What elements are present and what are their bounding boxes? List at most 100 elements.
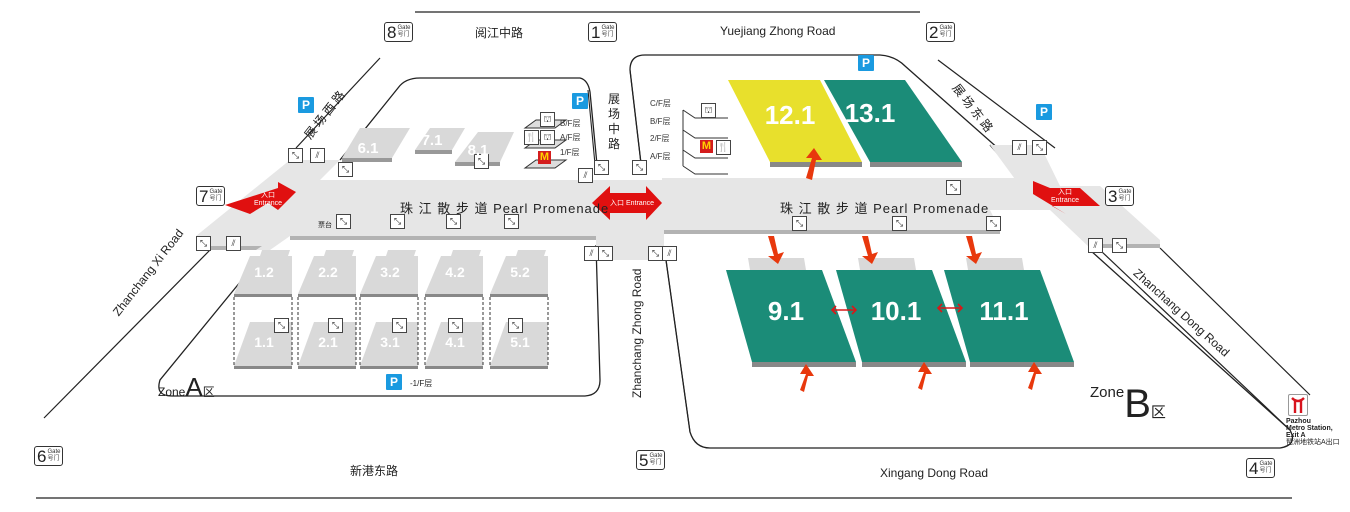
escalator-icon[interactable]: ⤡ bbox=[508, 318, 523, 333]
conference-room-icon[interactable]: ⛫ bbox=[540, 112, 555, 127]
escalator-icon[interactable]: ⤡ bbox=[390, 214, 405, 229]
entrance-arrow-west[interactable] bbox=[225, 182, 296, 214]
stairs-icon[interactable]: ⫽ bbox=[584, 246, 599, 261]
entrance-arrow-east[interactable] bbox=[1033, 181, 1100, 214]
escalator-icon[interactable]: ⤡ bbox=[288, 148, 303, 163]
escalator-icon[interactable]: ⤡ bbox=[1112, 238, 1127, 253]
zone-b-floor-stack bbox=[682, 109, 728, 175]
hall-11-1[interactable] bbox=[944, 270, 1074, 362]
escalator-icon[interactable]: ⤡ bbox=[448, 318, 463, 333]
hall-label: 8.1 bbox=[467, 142, 489, 159]
entrance-cn: 入口 bbox=[261, 192, 275, 199]
escalator-icon[interactable]: ⤡ bbox=[594, 160, 609, 175]
stairs-icon[interactable]: ⫽ bbox=[1088, 238, 1103, 253]
escalator-icon[interactable]: ⤡ bbox=[474, 154, 489, 169]
floor-label: C/F层 bbox=[650, 99, 671, 108]
mcdonalds-icon[interactable]: M bbox=[538, 151, 551, 164]
hall-label: 9.1 bbox=[767, 296, 805, 326]
hall-4-2[interactable] bbox=[425, 256, 483, 294]
escalator-icon[interactable]: ⤡ bbox=[336, 214, 351, 229]
gate-en: Gate bbox=[1118, 189, 1132, 195]
hall-6-1[interactable] bbox=[342, 128, 410, 158]
hall-13-1[interactable] bbox=[824, 80, 962, 162]
promenade-west bbox=[196, 160, 598, 250]
escalator-icon[interactable]: ⤡ bbox=[328, 318, 343, 333]
escalator-icon[interactable]: ⤡ bbox=[946, 180, 961, 195]
escalator-icon[interactable]: ⤡ bbox=[196, 236, 211, 251]
gate-number: 2 bbox=[929, 22, 939, 42]
escalator-icon[interactable]: ⤡ bbox=[274, 318, 289, 333]
metro-station-icon[interactable] bbox=[1288, 394, 1308, 416]
escalator-icon[interactable]: ⤡ bbox=[632, 160, 647, 175]
escalator-icon[interactable]: ⤡ bbox=[792, 216, 807, 231]
zone-b-label: ZoneB区 bbox=[1090, 384, 1166, 424]
zone-a-label: ZoneA区 bbox=[158, 372, 215, 403]
metro-logo-icon bbox=[1291, 397, 1305, 413]
stairs-icon[interactable]: ⫽ bbox=[1012, 140, 1027, 155]
entrance-arrow-center[interactable] bbox=[592, 186, 662, 220]
promenade-cn: 珠 江 散 步 道 bbox=[400, 201, 489, 216]
metro-name-cn: 琶洲地铁站A出口 bbox=[1286, 439, 1340, 446]
promenade-label-east: 珠 江 散 步 道 Pearl Promenade bbox=[780, 198, 989, 217]
mcdonalds-icon[interactable]: M bbox=[700, 140, 713, 153]
escalator-icon[interactable]: ⤡ bbox=[392, 318, 407, 333]
restaurant-icon[interactable]: 🍴 bbox=[524, 130, 539, 145]
parking-icon[interactable]: P bbox=[386, 374, 402, 390]
hall-5-2[interactable] bbox=[490, 256, 548, 294]
escalator-icon[interactable]: ⤡ bbox=[892, 216, 907, 231]
entrance-label-center: 入口 Entrance bbox=[610, 200, 654, 207]
gate-cn: 号门 bbox=[939, 32, 952, 38]
hall-2-1[interactable] bbox=[298, 322, 356, 366]
hall-10-1[interactable] bbox=[836, 270, 966, 362]
escalator-icon[interactable]: ⤡ bbox=[504, 214, 519, 229]
gate-en: Gate bbox=[939, 25, 953, 31]
hall-3-1[interactable] bbox=[360, 322, 418, 366]
zone-b-boundary bbox=[629, 54, 1294, 449]
gate-number: 3 bbox=[1108, 186, 1118, 206]
floor-label: 2/F层 bbox=[650, 134, 670, 143]
stairs-icon[interactable]: ⫽ bbox=[310, 148, 325, 163]
stairs-icon[interactable]: ⫽ bbox=[662, 246, 677, 261]
road-label-north-cn: 阅江中路 bbox=[475, 26, 524, 40]
escalator-icon[interactable]: ⤡ bbox=[338, 162, 353, 177]
hall-5-1[interactable] bbox=[490, 322, 548, 366]
parking-icon[interactable]: P bbox=[1036, 104, 1052, 120]
stairs-icon[interactable]: ⫽ bbox=[226, 236, 241, 251]
escalator-icon[interactable]: ⤡ bbox=[1032, 140, 1047, 155]
parking-icon[interactable]: P bbox=[858, 55, 874, 71]
hall-label: 1.1 bbox=[254, 334, 274, 350]
hall-1-2[interactable] bbox=[234, 256, 292, 294]
hall-7-1[interactable] bbox=[415, 128, 465, 150]
hall-3-2[interactable] bbox=[360, 256, 418, 294]
conference-room-icon[interactable]: ⛫ bbox=[701, 103, 716, 118]
hall-2-2[interactable] bbox=[298, 256, 356, 294]
hall-4-1[interactable] bbox=[425, 322, 483, 366]
hall-1-1[interactable] bbox=[234, 322, 292, 366]
hall-12-1[interactable] bbox=[728, 80, 862, 162]
stairs-icon[interactable]: ⫽ bbox=[578, 168, 593, 183]
escalator-icon[interactable]: ⤡ bbox=[598, 246, 613, 261]
entrance-en: Entrance bbox=[253, 200, 283, 207]
hall-9-1[interactable] bbox=[726, 270, 856, 362]
gate-en: Gate bbox=[1259, 461, 1273, 467]
escalator-icon[interactable]: ⤡ bbox=[648, 246, 663, 261]
metro-name-1: Pazhou bbox=[1286, 418, 1311, 425]
hall-8-1[interactable] bbox=[455, 132, 514, 162]
restaurant-icon[interactable]: 🍴 bbox=[716, 140, 731, 155]
escalator-icon[interactable]: ⤡ bbox=[446, 214, 461, 229]
escalator-icon[interactable]: ⤡ bbox=[986, 216, 1001, 231]
conference-room-icon[interactable]: ⛫ bbox=[540, 130, 555, 145]
gate-number: 4 bbox=[1249, 458, 1259, 478]
parking-icon[interactable]: P bbox=[572, 93, 588, 109]
parking-icon[interactable]: P bbox=[298, 97, 314, 113]
